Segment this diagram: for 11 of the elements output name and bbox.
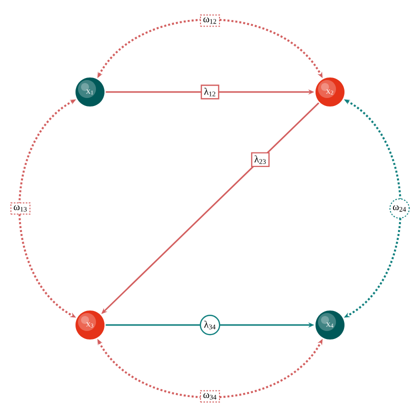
sphere-node: x$_{3}$	[76, 310, 104, 340]
edge-label: λ$_{12}$	[200, 84, 220, 100]
edge-label: λ$_{34}$	[200, 314, 220, 336]
edge-label: ω$_{13}$	[10, 202, 30, 215]
sphere-node: x$_{1}$	[76, 78, 104, 106]
edge-label: ω$_{34}$	[200, 390, 220, 403]
edge-label: λ$_{23}$	[251, 152, 270, 168]
sphere-node: x$_{4}$	[316, 310, 344, 340]
edge-label: ω$_{24}$	[389, 198, 410, 219]
sphere-node: x$_{2}$	[316, 78, 344, 106]
edge-label: ω$_{12}$	[200, 14, 220, 27]
